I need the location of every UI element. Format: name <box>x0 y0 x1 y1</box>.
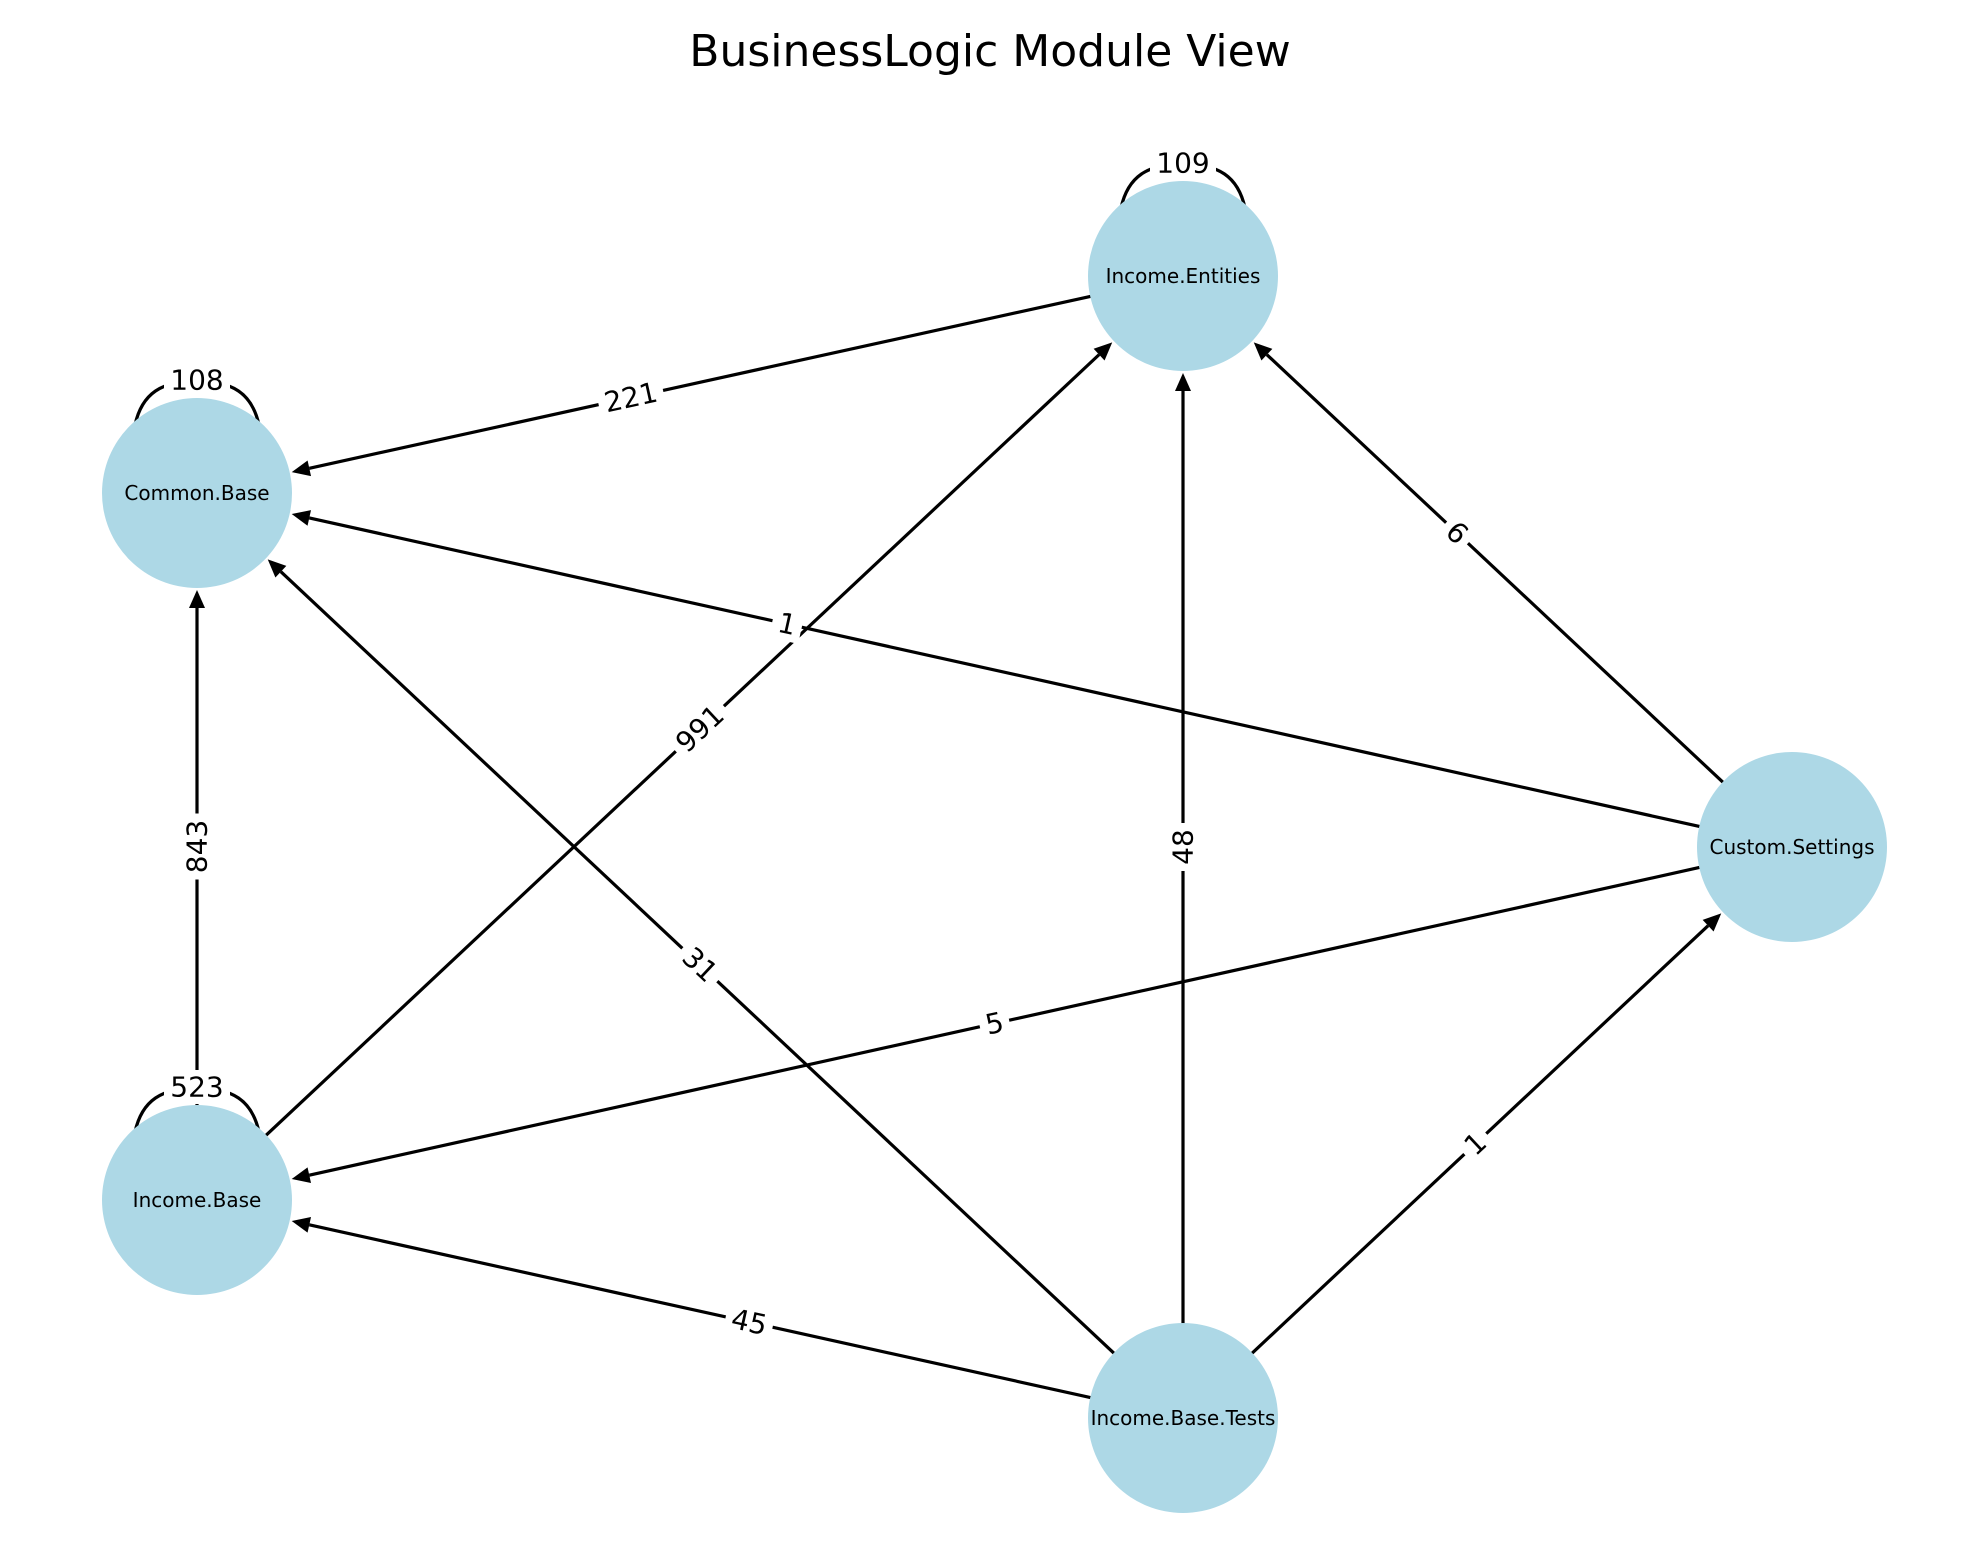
node-circle <box>102 398 292 588</box>
node-income_entities: Income.Entities <box>1088 181 1278 371</box>
edge-label: 5 <box>976 1003 1013 1044</box>
node-label: Custom.Settings <box>1709 835 1874 859</box>
edge-weight-label: 221 <box>601 376 660 420</box>
self-loop-weight-label: 108 <box>170 364 223 397</box>
edge-label-background <box>976 1003 1013 1044</box>
edge-custom_settings-to-income_entities <box>1253 342 1726 785</box>
edge-income_entities-to-common_base <box>291 294 1093 477</box>
edge-income_base_tests-to-income_base <box>291 1217 1093 1400</box>
edge-label-background <box>768 604 806 644</box>
edge-label-background <box>1434 510 1480 556</box>
edge-weight-label: 48 <box>1167 829 1200 865</box>
self-loop-common_base: 108 <box>133 363 261 426</box>
self-loop-label-background <box>164 363 230 397</box>
edge-label: 991 <box>664 693 736 764</box>
edge-custom_settings-to-common_base <box>291 510 1702 829</box>
node-circle <box>1088 1323 1278 1513</box>
node-custom_settings: Custom.Settings <box>1697 752 1887 942</box>
edge-label-background <box>670 935 729 994</box>
self-loop-income_base: 523 <box>133 1070 261 1133</box>
arrowhead <box>291 1167 312 1183</box>
edge-label-background <box>594 373 667 422</box>
arrowhead <box>291 1217 312 1233</box>
arrowhead <box>1175 373 1191 391</box>
edge-label: 843 <box>180 813 214 880</box>
node-income_base: Income.Base <box>102 1105 292 1295</box>
edge-label: 45 <box>722 1300 777 1344</box>
edge-label-background <box>1166 823 1200 871</box>
edge-label-background <box>664 693 736 764</box>
edge-line <box>308 1223 1093 1400</box>
arrowhead <box>291 460 312 477</box>
edge-label-background <box>722 1300 777 1344</box>
node-common_base: Common.Base <box>102 398 292 588</box>
arrowhead <box>1093 342 1113 361</box>
arrowhead <box>1253 342 1273 361</box>
arrowhead <box>1702 913 1722 932</box>
self-loop-weight-label: 109 <box>1156 147 1209 180</box>
edge-label: 1 <box>768 604 806 644</box>
node-circle <box>102 1105 292 1295</box>
edge-weight-label: 45 <box>728 1302 770 1342</box>
self-loop-label-background <box>164 1070 230 1104</box>
arrowhead <box>267 559 287 578</box>
arrowhead <box>189 590 205 608</box>
self-loop-label-background <box>1150 146 1216 180</box>
edges-layer <box>189 294 1726 1400</box>
nodes-layer: Common.Base Income.EntitiesCustom.Setting… <box>102 181 1887 1513</box>
edge-weight-label: 843 <box>181 820 214 873</box>
edge-label-background <box>180 813 214 880</box>
edge-label: 48 <box>1166 823 1200 871</box>
node-label: Income.Entities <box>1106 264 1261 288</box>
arrowhead <box>291 510 312 526</box>
edge-line <box>308 294 1093 470</box>
edge-line <box>308 516 1702 829</box>
node-income_base_tests: Income.Base.Tests <box>1088 1323 1278 1513</box>
self-loop-income_entities: 109 <box>1119 146 1247 209</box>
edge-line <box>1265 353 1726 785</box>
diagram-title: BusinessLogic Module View <box>689 26 1290 77</box>
self-loop-weight-label: 523 <box>170 1071 223 1104</box>
node-label: Income.Base.Tests <box>1091 1406 1276 1430</box>
self-loops-layer: 109 108 523 <box>133 146 1247 1133</box>
edge-label-background <box>1452 1121 1498 1167</box>
edge-label: 221 <box>594 373 667 422</box>
node-circle <box>1088 181 1278 371</box>
node-circle <box>1697 752 1887 942</box>
node-label: Common.Base <box>124 481 269 505</box>
node-label: Income.Base <box>133 1188 262 1212</box>
